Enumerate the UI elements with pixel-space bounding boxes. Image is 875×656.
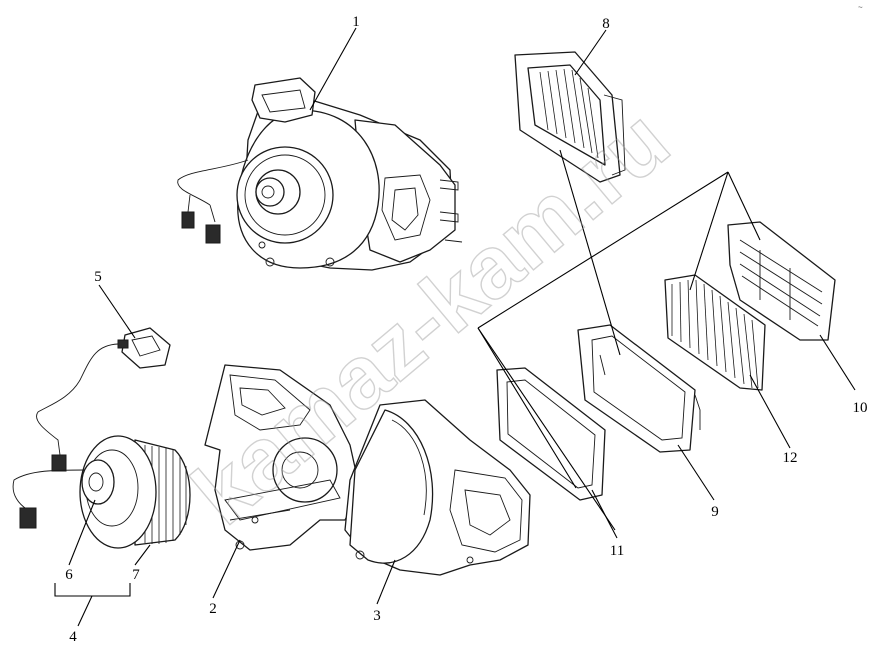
leader-lines <box>54 27 856 627</box>
callout-1: 1 <box>352 14 360 30</box>
callout-10: 10 <box>853 400 868 416</box>
gasket-11 <box>496 367 606 501</box>
callout-11: 11 <box>610 543 624 559</box>
blower-motor-6-7 <box>12 435 191 549</box>
callout-7: 7 <box>132 567 140 583</box>
callout-labels: 1 2 3 4 5 6 7 8 9 10 11 12 <box>65 14 867 645</box>
volute-housing-3 <box>344 399 531 576</box>
callout-9: 9 <box>711 504 719 520</box>
grille-cover-10 <box>727 221 836 341</box>
resistor-module-5 <box>36 327 171 472</box>
callout-6: 6 <box>65 567 73 583</box>
callout-2: 2 <box>209 601 217 617</box>
callout-3: 3 <box>373 608 381 624</box>
corner-mark: ~ <box>858 3 863 12</box>
filter-frame-8 <box>514 51 626 183</box>
callout-5: 5 <box>94 269 102 285</box>
callout-8: 8 <box>602 16 610 32</box>
callout-4: 4 <box>69 629 77 645</box>
housing-half-2 <box>204 364 361 551</box>
filter-holder-9 <box>577 324 701 453</box>
callout-12: 12 <box>783 450 798 466</box>
blower-assembly-1 <box>177 77 463 271</box>
